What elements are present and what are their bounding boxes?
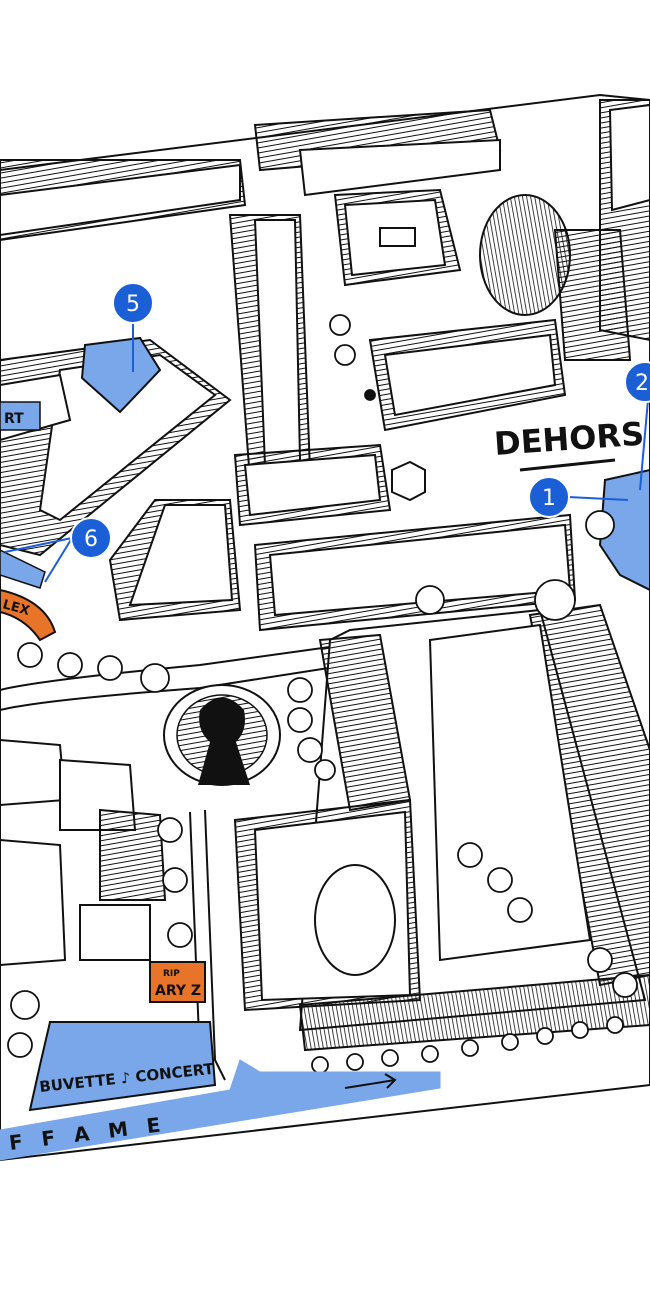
- building-long-center: [368, 318, 567, 432]
- marker-5[interactable]: 5: [112, 282, 154, 324]
- ary-z-sign: RIP ARY Z: [149, 961, 206, 1003]
- marker-1-label: 1: [542, 486, 556, 511]
- marker-1[interactable]: 1: [528, 476, 570, 518]
- marker-2-label: 2: [635, 371, 649, 396]
- buvette-concert-area: [28, 1021, 217, 1112]
- building-top-left: [0, 159, 247, 242]
- highlight-zone-5: [80, 336, 162, 414]
- fame-strip: [0, 1059, 441, 1161]
- marker-6[interactable]: 6: [70, 517, 112, 559]
- art-sign-label: RT: [4, 411, 24, 427]
- building-center-upper: [333, 188, 462, 287]
- marker-connectors: [4, 322, 649, 583]
- trees: [7, 314, 638, 1074]
- marker-2[interactable]: 2: [624, 361, 650, 403]
- main-road-inner: [0, 659, 381, 711]
- marker-5-label: 5: [126, 292, 140, 317]
- main-road: [0, 639, 381, 691]
- building-upper-center-right: [233, 443, 392, 527]
- marker-6-label: 6: [84, 527, 98, 552]
- fountain: [391, 460, 426, 502]
- building-top-middle: [253, 108, 502, 197]
- fame-arrow: [344, 1073, 397, 1089]
- building-lower-center: [233, 798, 650, 1052]
- side-road: [204, 809, 226, 1081]
- building-chain-upper: [228, 214, 312, 482]
- keyhole-plaza: [163, 684, 281, 786]
- orange-walkway: [0, 588, 57, 642]
- building-right-courtyard: [298, 603, 650, 1032]
- art-sign: [0, 401, 41, 431]
- lex-label: LEX: [1, 597, 31, 619]
- residential-blocks: [0, 738, 167, 967]
- building-center-long: [253, 513, 577, 632]
- dehors-underline: [519, 458, 616, 472]
- side-road-inner: [189, 811, 201, 1063]
- ary-z-label: ARY Z: [155, 983, 201, 999]
- building-center-block: [108, 499, 242, 622]
- highlight-zone-6: [0, 549, 46, 589]
- ary-z-rip: RIP: [163, 969, 180, 979]
- building-dark-arch: [479, 194, 632, 361]
